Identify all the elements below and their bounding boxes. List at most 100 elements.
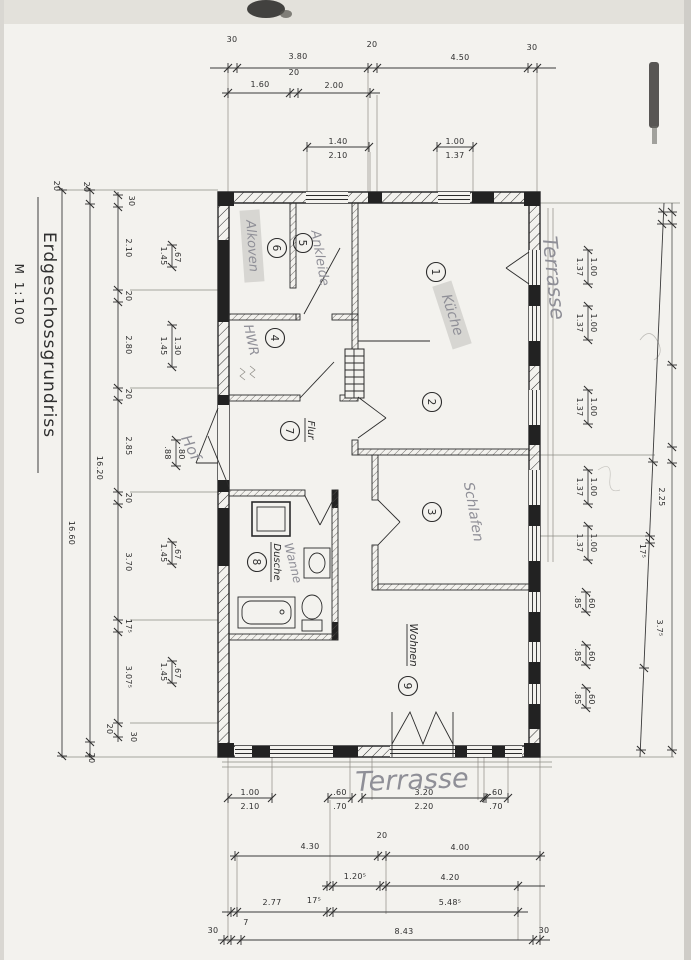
- dim-label: 30: [539, 926, 550, 935]
- dim-label: .85: [573, 595, 582, 609]
- bathtub: [237, 596, 296, 629]
- dim-label: 3.07⁵: [124, 666, 133, 689]
- title-block: Erdgeschossgrundriss M 1:100: [12, 197, 59, 473]
- dim-pair: .60 .85: [573, 683, 596, 713]
- dim-label: 30: [129, 732, 138, 743]
- dim-label: 30: [227, 35, 238, 44]
- room-label-schlafen: Schlafen: [460, 481, 486, 543]
- dim-pair: .60 .70: [323, 788, 357, 811]
- dim-label: 1.00: [589, 477, 598, 496]
- room-label-ankleide: Ankleide: [307, 228, 332, 287]
- dim-label: 2.10: [124, 238, 133, 257]
- dim-label: .70: [333, 802, 347, 811]
- window: [505, 746, 522, 757]
- room-label-hwr: HWR: [240, 323, 261, 357]
- svg-text:4: 4: [268, 335, 280, 342]
- dim-label: 20: [124, 389, 133, 400]
- page-title: Erdgeschossgrundriss: [39, 232, 59, 438]
- room-label-wohnen: Wohnen: [407, 623, 419, 666]
- room-number-9: 9: [397, 675, 419, 697]
- french-door: [391, 710, 454, 746]
- dim-label: 30: [127, 196, 136, 207]
- room-number-2: 2: [421, 391, 443, 413]
- window: [529, 306, 540, 341]
- dim-label: .88: [163, 446, 172, 460]
- window: [270, 746, 333, 757]
- dim-label: 2.10: [240, 802, 259, 811]
- room-label-flur: Flur: [305, 421, 316, 441]
- room-number-8: 8: [246, 551, 268, 573]
- window: [306, 192, 348, 203]
- dim-label: 7: [243, 918, 248, 927]
- dim-label: 20: [87, 753, 96, 764]
- window: [467, 746, 492, 757]
- dim-label: 1.37: [575, 257, 584, 276]
- room-label-dusche: Dusche: [271, 543, 282, 580]
- terrasse-bottom-label: Terrasse: [355, 763, 469, 798]
- scale-label: M 1:100: [12, 264, 26, 327]
- dim-chain-top: 30 3.80 20 4.50 30 1.60 20 2.00 1.40 2.1…: [210, 35, 556, 160]
- dim-label: .60: [587, 595, 596, 609]
- dim-label: 4.00: [450, 843, 469, 852]
- dim-label: .60: [587, 648, 596, 662]
- dim-label: 3.80: [288, 52, 307, 61]
- dim-pair: 3.20 2.20: [357, 788, 491, 811]
- dim-label: 2.77: [262, 898, 281, 907]
- room-number-1: 1: [425, 261, 447, 283]
- dim-label: 17⁵: [124, 619, 133, 633]
- dim-label: 2.85: [124, 436, 133, 455]
- dim-label: 1.30: [173, 336, 182, 355]
- dim-label: 3.7⁵: [655, 619, 664, 636]
- dim-label: .67: [173, 665, 182, 679]
- svg-text:5: 5: [296, 240, 308, 247]
- window: [529, 526, 540, 561]
- dim-label: 1.37: [575, 533, 584, 552]
- dim-label: .60: [333, 788, 347, 797]
- dim-label: 1.45: [159, 336, 168, 355]
- dim-label: 4.20: [440, 873, 459, 882]
- dim-label: 1.45: [159, 662, 168, 681]
- dim-chain-bottom: 1.00 2.10 .60 .70 3.20 2.20 .60 .70 4.30…: [208, 788, 550, 946]
- dim-label: 17⁵: [307, 896, 321, 905]
- dim-label: 2.20: [414, 802, 433, 811]
- door-swings: [195, 247, 530, 757]
- dim-label: .85: [573, 648, 582, 662]
- dim-pair: 1.00 1.37: [575, 521, 598, 565]
- dim-label: 2.00: [324, 81, 343, 90]
- building: [195, 191, 554, 768]
- dim-label: .67: [173, 249, 182, 263]
- dim-pair: 1.00 1.37: [432, 137, 478, 160]
- window: [529, 470, 540, 505]
- dim-label: .80: [177, 446, 186, 460]
- dim-label: 16.20: [95, 456, 104, 480]
- room-number-3: 3: [421, 501, 443, 523]
- dim-label: 1.40: [328, 137, 347, 146]
- svg-text:1: 1: [429, 269, 441, 276]
- dim-pair: 1.30 1.45: [159, 320, 182, 372]
- dim-label: 3.20: [414, 788, 433, 797]
- dim-pair: 1.00 1.37: [575, 465, 598, 509]
- dim-pair: .67 1.45: [159, 656, 182, 688]
- sink: [303, 547, 331, 579]
- dim-label: 2.80: [124, 335, 133, 354]
- window: [438, 192, 470, 203]
- svg-text:7: 7: [283, 428, 295, 435]
- dim-label: 5.48⁵: [439, 898, 462, 907]
- room-label-wanne: Wanne: [281, 541, 305, 584]
- window: [529, 684, 540, 704]
- svg-text:6: 6: [270, 245, 282, 252]
- dim-label: 1.45: [159, 246, 168, 265]
- ink-blot-artifact: [247, 0, 285, 18]
- dim-label: .67: [173, 546, 182, 560]
- dim-label: 8.43: [394, 927, 413, 936]
- dim-label: 1.00: [445, 137, 464, 146]
- window: [529, 390, 540, 425]
- svg-text:8: 8: [250, 559, 262, 566]
- dim-pair: 1.00 1.37: [575, 385, 598, 429]
- toilet: [301, 594, 323, 632]
- window: [529, 250, 540, 285]
- room-labels: Alkoven Ankleide Küche HWR Flur Schlafen…: [239, 209, 486, 667]
- label-highlight: [432, 280, 472, 350]
